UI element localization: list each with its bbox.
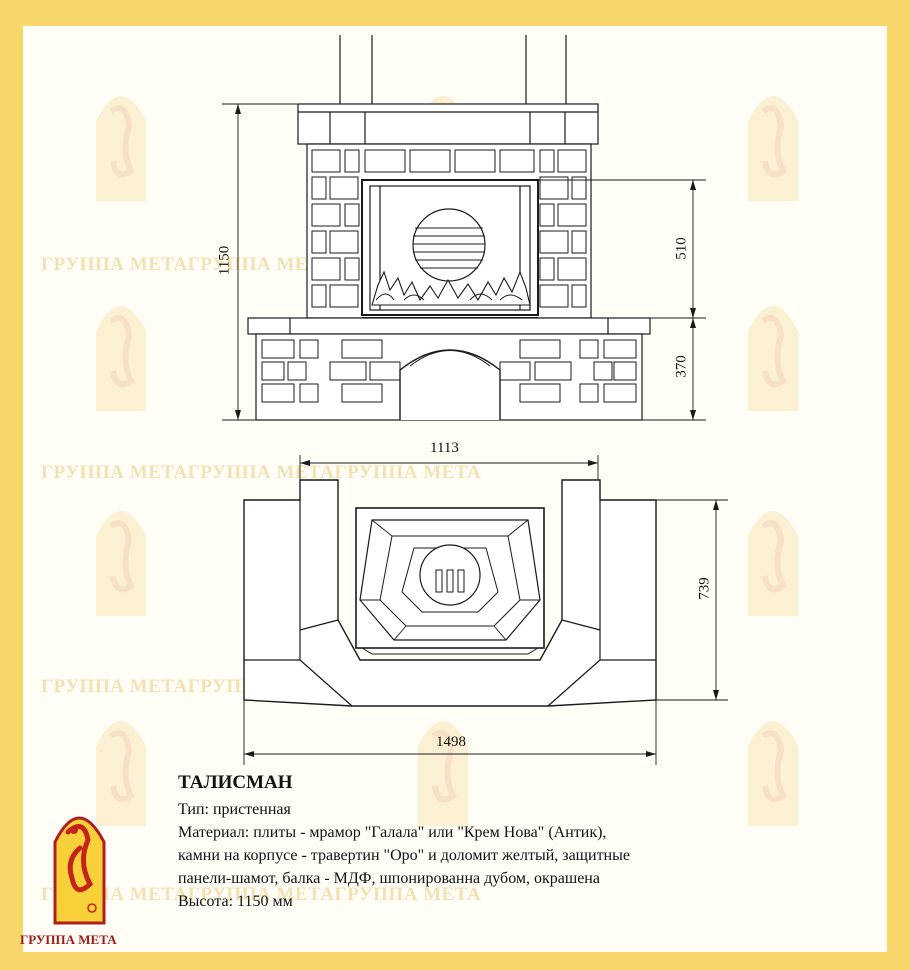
product-material-line-2: камни на корпусе - травертин "Оро" и дол…: [178, 847, 630, 864]
watermark-text: ГРУППА МЕТАГРУППА МЕТАГРУППА МЕТА: [41, 884, 482, 905]
watermark-figure-icon: [748, 96, 798, 201]
plan-view: [243, 479, 657, 707]
product-description: ТАЛИСМАН Тип: пристенная Материал: плиты…: [178, 772, 858, 913]
dimension-depth: 739: [696, 577, 713, 600]
brand-logo-icon: [53, 816, 106, 925]
right-stones: [539, 149, 587, 308]
dimension-height-firebox: 510: [673, 237, 690, 260]
left-stones: [311, 149, 360, 308]
top-cornice: [297, 103, 599, 145]
product-material-line-3: панели-шамот, балка - МДФ, шпонированна …: [178, 870, 600, 887]
watermark-figure-icon: [748, 721, 798, 826]
chimney: [339, 35, 567, 104]
dimension-height-base: 370: [673, 355, 690, 378]
product-type: Тип: пристенная: [178, 801, 291, 818]
watermark-figure-icon: [748, 511, 798, 616]
mantel: [247, 317, 651, 335]
watermark-figure-icon: [418, 721, 468, 826]
brand-name: ГРУППА МЕТА: [20, 932, 117, 947]
watermark-text: ГРУППА МЕТАГРУППА МЕТАГРУППА МЕТА: [41, 462, 482, 483]
product-title: ТАЛИСМАН: [178, 772, 293, 793]
product-height: Высота: 1150 мм: [178, 893, 293, 910]
watermark-figure-icon: [96, 96, 146, 201]
watermark-figure-icon: [748, 306, 798, 411]
watermark-figure-icon: [96, 721, 146, 826]
watermark-figure-icon: [96, 306, 146, 411]
dimension-height-total: 1150: [216, 245, 233, 276]
dimension-width-bottom: 1498: [436, 734, 466, 750]
watermark-figure-icon: [96, 511, 146, 616]
dimension-width-top: 1113: [430, 440, 459, 456]
product-material-line-1: Материал: плиты - мрамор "Галала" или "К…: [178, 824, 607, 841]
